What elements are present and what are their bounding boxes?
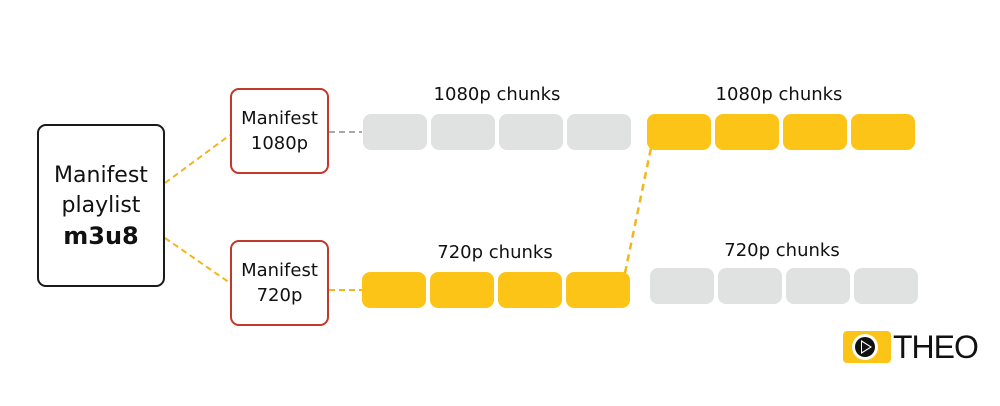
- chunk-active: [566, 272, 630, 308]
- chunk-inactive: [650, 268, 714, 304]
- theo-logo: THEO: [843, 329, 979, 365]
- chunk-active: [715, 114, 779, 150]
- chunk-group-label: 720p chunks: [724, 240, 840, 261]
- chunk-inactive: [363, 114, 427, 150]
- manifest-1080p-node: Manifest 1080p: [230, 88, 329, 174]
- chunk-inactive: [567, 114, 631, 150]
- manifest-720p-line1: Manifest: [241, 260, 318, 281]
- chunk-inactive: [786, 268, 850, 304]
- chunk-group-label: 1080p chunks: [715, 84, 843, 105]
- manifest-720p-node: Manifest 720p: [230, 240, 329, 326]
- logo-text: THEO: [893, 329, 979, 365]
- manifest-1080p-line1: Manifest: [241, 108, 318, 129]
- master-manifest-node: Manifest playlist m3u8: [37, 124, 165, 287]
- chunk-group-label: 1080p chunks: [433, 84, 561, 105]
- master-manifest-line2: playlist: [61, 192, 141, 218]
- chunk-inactive: [499, 114, 563, 150]
- link-root-to-1080p: [164, 134, 231, 184]
- chunk-active: [851, 114, 915, 150]
- chunk-active: [647, 114, 711, 150]
- master-manifest-line1: Manifest: [54, 162, 148, 188]
- chunk-active: [362, 272, 426, 308]
- chunk-active: [498, 272, 562, 308]
- chunk-inactive: [718, 268, 782, 304]
- chunk-active: [430, 272, 494, 308]
- manifest-720p-line2: 720p: [256, 285, 303, 306]
- manifest-1080p-line2: 1080p: [250, 133, 309, 154]
- link-root-to-720p: [164, 237, 231, 284]
- chunk-group-label: 720p chunks: [437, 242, 553, 263]
- master-manifest-format: m3u8: [63, 221, 139, 250]
- chunk-inactive: [431, 114, 495, 150]
- chunk-inactive: [854, 268, 918, 304]
- play-icon: [843, 331, 891, 363]
- chunk-active: [783, 114, 847, 150]
- link-switch-720p-to-1080p: [623, 147, 653, 274]
